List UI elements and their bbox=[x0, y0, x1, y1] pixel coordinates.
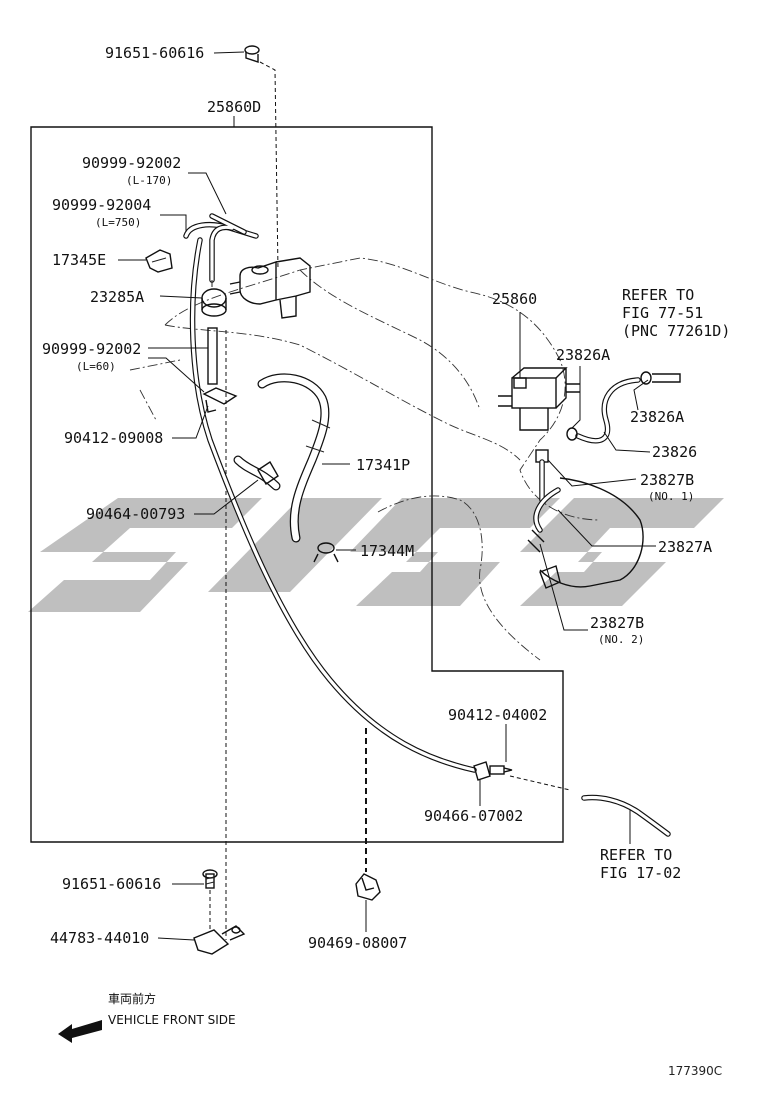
clamp-17345e bbox=[145, 249, 173, 273]
label-hose-b-len: (L=750) bbox=[95, 216, 141, 229]
label-hose-23827b-1: 23827B bbox=[640, 471, 694, 489]
connector-90412-04002 bbox=[473, 761, 513, 781]
label-hose-a-len: (L-170) bbox=[126, 174, 172, 187]
label-clip-9008: 90412-09008 bbox=[64, 429, 163, 447]
long-vacuum-hose bbox=[189, 237, 477, 773]
clip-connect-dashline bbox=[509, 775, 571, 791]
label-refer-1b: FIG 77-51 bbox=[622, 304, 703, 322]
label-hose-23827b-2-note: (NO. 2) bbox=[598, 633, 644, 646]
label-clamp-e: 17345E bbox=[52, 251, 106, 269]
clamp-90464-00793 bbox=[233, 455, 281, 491]
bracket-44783-44010 bbox=[193, 925, 246, 955]
hose-17341p bbox=[257, 373, 331, 543]
label-hose-b: 90999-92004 bbox=[52, 196, 151, 214]
label-filter-a: 23285A bbox=[90, 288, 144, 306]
label-bolt-top: 91651-60616 bbox=[105, 44, 204, 62]
label-refer-2a: REFER TO bbox=[600, 846, 672, 864]
hose-23826 bbox=[566, 371, 681, 444]
label-assy: 25860D bbox=[207, 98, 261, 116]
hose-to-fig-17-02 bbox=[581, 794, 671, 837]
label-hose-c-len: (L=60) bbox=[76, 360, 116, 373]
label-clamp-23826a-bot: 23826A bbox=[630, 408, 684, 426]
hose-90999-92002-60 bbox=[207, 327, 218, 385]
label-hose-c: 90999-92002 bbox=[42, 340, 141, 358]
engine-outline bbox=[129, 257, 601, 661]
clip-90469-08007 bbox=[355, 873, 381, 901]
label-clamp-7002: 90466-07002 bbox=[424, 807, 523, 825]
label-hose-23827a: 23827A bbox=[658, 538, 712, 556]
label-refer-2b: FIG 17-02 bbox=[600, 864, 681, 882]
label-clip-4002: 90412-04002 bbox=[448, 706, 547, 724]
watermark-logo bbox=[28, 498, 724, 612]
label-vsv: 25860 bbox=[492, 290, 537, 308]
assembly-outline bbox=[30, 126, 564, 843]
label-bolt-bottom: 91651-60616 bbox=[62, 875, 161, 893]
hose-90999-92002-170 bbox=[183, 213, 259, 283]
label-refer-1c: (PNC 77261D) bbox=[622, 322, 730, 340]
label-bracket: 44783-44010 bbox=[50, 929, 149, 947]
clamp-17344m bbox=[313, 542, 339, 563]
clip-90412-09008 bbox=[202, 387, 238, 413]
bolt-top bbox=[244, 45, 260, 63]
bolt-bottom bbox=[202, 869, 218, 889]
bolt-top-dashline bbox=[259, 61, 279, 271]
hoses-23827 bbox=[527, 449, 644, 589]
label-clamp-0793: 90464-00793 bbox=[86, 505, 185, 523]
label-clip-8007: 90469-08007 bbox=[308, 934, 407, 952]
label-hose-23827b-1-note: (NO. 1) bbox=[648, 490, 694, 503]
label-refer-1a: REFER TO bbox=[622, 286, 694, 304]
leader-lines bbox=[118, 51, 656, 941]
label-hose-a: 90999-92002 bbox=[82, 154, 181, 172]
arrow-left-icon bbox=[58, 1020, 102, 1043]
label-front-en: VEHICLE FRONT SIDE bbox=[108, 1013, 236, 1027]
label-hose-23826: 23826 bbox=[652, 443, 697, 461]
label-front-jp: 車両前方 bbox=[108, 991, 156, 1006]
figure-code: 177390C bbox=[668, 1064, 722, 1078]
label-clamp-23826a-top: 23826A bbox=[556, 346, 610, 364]
vsv-25860 bbox=[498, 367, 580, 431]
vehicle-front-indicator: 車両前方 VEHICLE FRONT SIDE bbox=[58, 991, 236, 1043]
filter-23285a bbox=[201, 280, 227, 317]
label-clamp-17344m: 17344M bbox=[360, 542, 414, 560]
bracket-valve-top bbox=[229, 257, 311, 319]
label-hose-17341p: 17341P bbox=[356, 456, 410, 474]
label-hose-23827b-2: 23827B bbox=[590, 614, 644, 632]
